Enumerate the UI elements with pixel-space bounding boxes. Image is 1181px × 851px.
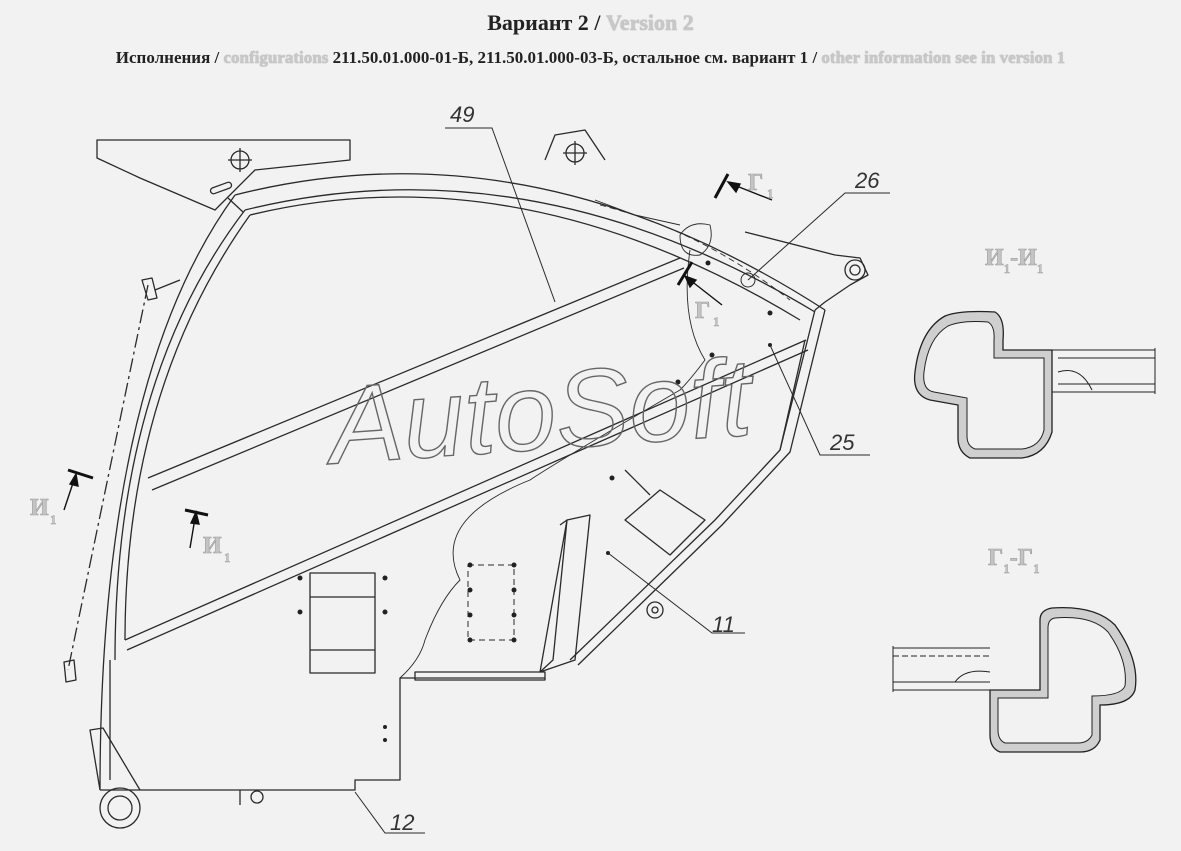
callout-12: 12	[390, 810, 414, 835]
callout-26: 26	[854, 168, 880, 193]
upper-brace	[147, 257, 681, 479]
subtitle-separator-1: /	[210, 48, 224, 67]
mark-g1-top-index: 1	[767, 186, 774, 201]
mark-i1-left-index: 1	[50, 512, 57, 527]
cut-outline	[399, 249, 706, 679]
mark-g1-mid: Г	[695, 298, 710, 324]
top-bracket	[544, 129, 606, 161]
subtitle-en-1: configurations	[223, 48, 329, 67]
section-view-g-title: Г1-Г1	[988, 545, 1040, 576]
mark-g1-top: Г	[748, 170, 763, 196]
mark-g1-mid-index: 1	[713, 314, 720, 329]
lower-brace	[124, 339, 807, 641]
section-view-g-profile	[892, 606, 1137, 753]
bolt-markers	[297, 260, 773, 742]
lug-hole	[844, 259, 866, 281]
callout-11: 11	[712, 612, 735, 637]
mark-i1-left: И	[30, 495, 49, 521]
title-en: Version 2	[605, 10, 694, 35]
leader-lines	[354, 127, 890, 834]
hinge-wheel	[99, 787, 141, 829]
section-view-i-profile	[913, 310, 1156, 459]
right-lug	[744, 231, 869, 311]
inner-window-arc	[249, 196, 801, 321]
section-view-i-title: И1-И1	[985, 245, 1043, 276]
lower-body	[100, 677, 545, 791]
page-title: Вариант 2 / Version 2	[0, 10, 1181, 36]
page-subtitle: Исполнения / configurations 211.50.01.00…	[0, 48, 1181, 68]
outer-frame-arc	[234, 173, 826, 311]
mark-i1-mid: И	[203, 533, 222, 559]
mark-i1-mid-index: 1	[224, 550, 231, 565]
subtitle-ru-1: Исполнения	[115, 48, 211, 67]
subtitle-en-2: other information see in version 1	[821, 48, 1066, 67]
subtitle-ru-2: 211.50.01.000-01-Б, 211.50.01.000-03-Б, …	[328, 48, 809, 67]
right-edge	[569, 309, 816, 661]
pillar-plate	[539, 514, 591, 673]
left-rod	[67, 284, 149, 671]
subtitle-separator-2: /	[808, 48, 822, 67]
title-separator: /	[588, 10, 606, 35]
callout-49: 49	[450, 102, 474, 127]
lower-box	[309, 572, 376, 674]
title-ru: Вариант 2	[487, 10, 589, 35]
watermark: AutoSoft	[320, 335, 760, 488]
top-mounting-plate	[96, 139, 351, 211]
callout-25: 25	[829, 430, 855, 455]
